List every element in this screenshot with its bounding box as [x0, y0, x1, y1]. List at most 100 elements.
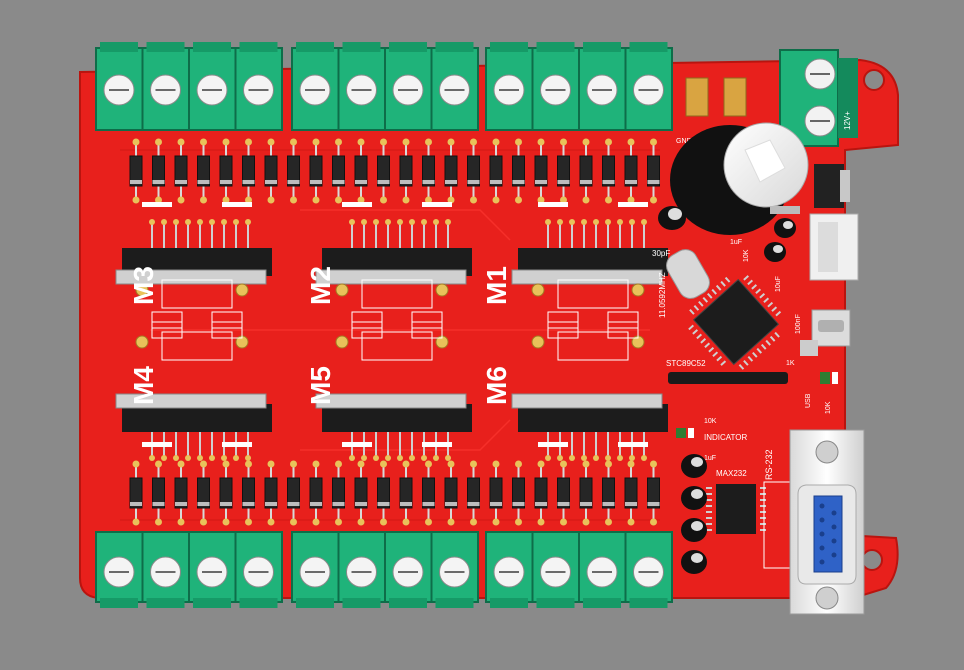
voltage-regulator — [770, 164, 850, 214]
diode — [534, 460, 548, 526]
r-1k-label: 1K — [786, 360, 795, 367]
motor-label-m3: M3 — [128, 266, 159, 305]
diode — [489, 460, 503, 526]
terminal-block-1 — [291, 531, 479, 608]
diode — [422, 460, 435, 526]
diode — [197, 460, 210, 526]
diode — [332, 460, 345, 526]
motor-label-m4: M4 — [128, 366, 159, 405]
diode — [467, 460, 480, 526]
bottom-terminal-blocks — [95, 531, 673, 608]
diode — [647, 138, 660, 204]
motor-label-m2: M2 — [305, 266, 336, 305]
max232-section: 1uF MAX232 — [681, 454, 766, 574]
crystal-label: 11.0592MHZ — [658, 272, 667, 318]
rs232-label: RS-232 — [764, 449, 774, 480]
r-10k-label: 10K — [743, 249, 750, 262]
motor-driver-grid — [115, 202, 668, 461]
diode — [287, 460, 300, 526]
mcu-label: STC89C52 — [666, 359, 706, 368]
terminal-block-0 — [95, 531, 283, 608]
diode — [287, 138, 300, 204]
power-pads: GND — [676, 77, 747, 145]
diode — [557, 460, 570, 526]
diode — [129, 460, 143, 526]
motor-driver — [115, 321, 272, 461]
motor-driver — [315, 321, 472, 461]
terminal-block-0 — [95, 42, 283, 131]
pin-header-strip — [668, 372, 788, 384]
v12-silk-label: 12V+ — [843, 111, 852, 130]
motor-label-m6: M6 — [481, 366, 512, 405]
diode — [624, 460, 638, 526]
diode — [512, 138, 525, 204]
usb-connector: USB 10K — [800, 309, 851, 414]
diode — [444, 138, 458, 204]
diode — [309, 460, 323, 526]
diode — [264, 138, 278, 204]
diode — [467, 138, 480, 204]
diode — [354, 138, 368, 204]
diode — [557, 138, 570, 204]
cap-30pf-label: 30pF — [652, 249, 670, 258]
max232-cap-label: 1uF — [704, 455, 716, 462]
terminal-block-1 — [291, 42, 479, 131]
diode — [377, 138, 390, 204]
diode — [399, 460, 413, 526]
diode — [489, 138, 503, 204]
diode — [602, 460, 615, 526]
indicator-led: 10K INDICATOR — [676, 418, 747, 442]
diode — [129, 138, 143, 204]
cap-10uf-label: 10uF — [775, 276, 782, 292]
motor-driver — [511, 321, 668, 461]
diode — [152, 138, 165, 204]
diode — [264, 460, 278, 526]
bottom-diode-row — [129, 460, 660, 526]
crystal-oscillator: 30pF 11.0592MHZ 1uF 10K 10uF 100nF — [652, 239, 802, 334]
diode — [602, 138, 615, 204]
diode — [354, 460, 368, 526]
electrolytic-capacitor — [670, 122, 809, 235]
terminal-block-2 — [485, 42, 673, 131]
diode — [444, 460, 458, 526]
r-10k-usb-label: 10K — [825, 401, 832, 414]
four-pin-header — [809, 213, 859, 281]
mcu-chip: STC89C52 1K — [666, 275, 795, 370]
diode — [309, 138, 323, 204]
rs232-connector: RS-232 — [763, 429, 865, 615]
motor-driver — [115, 202, 272, 329]
top-terminal-blocks — [95, 42, 673, 131]
motor-label-m5: M5 — [305, 366, 336, 405]
terminal-block-2 — [485, 531, 673, 608]
usb-label: USB — [805, 393, 812, 408]
diode — [242, 460, 255, 526]
r-10k-led-label: 10K — [704, 418, 717, 425]
diode — [579, 138, 593, 204]
diode — [332, 138, 345, 204]
motor-driver — [511, 202, 668, 329]
diode — [512, 460, 525, 526]
indicator-label: INDICATOR — [704, 433, 747, 442]
motor-driver — [315, 202, 472, 329]
cap-100nf-label: 100nF — [795, 314, 802, 334]
gnd-silk-label: GND — [676, 138, 692, 145]
top-diode-row — [129, 138, 660, 204]
diode — [399, 138, 413, 204]
cap-1uf-label: 1uF — [730, 239, 742, 246]
diode — [197, 138, 210, 204]
max232-label: MAX232 — [716, 469, 747, 478]
diode — [534, 138, 548, 204]
diode — [647, 460, 660, 526]
diode — [242, 138, 255, 204]
motor-labels: M3 M2 M1 M4 M5 M6 — [128, 266, 512, 405]
motor-label-m1: M1 — [481, 266, 512, 305]
diode — [422, 138, 435, 204]
diode — [174, 460, 188, 526]
diode — [219, 138, 233, 204]
diode — [377, 460, 390, 526]
diode — [174, 138, 188, 204]
power-terminal: 12V+ — [779, 49, 858, 147]
diode — [219, 460, 233, 526]
small-capacitors — [658, 206, 796, 262]
